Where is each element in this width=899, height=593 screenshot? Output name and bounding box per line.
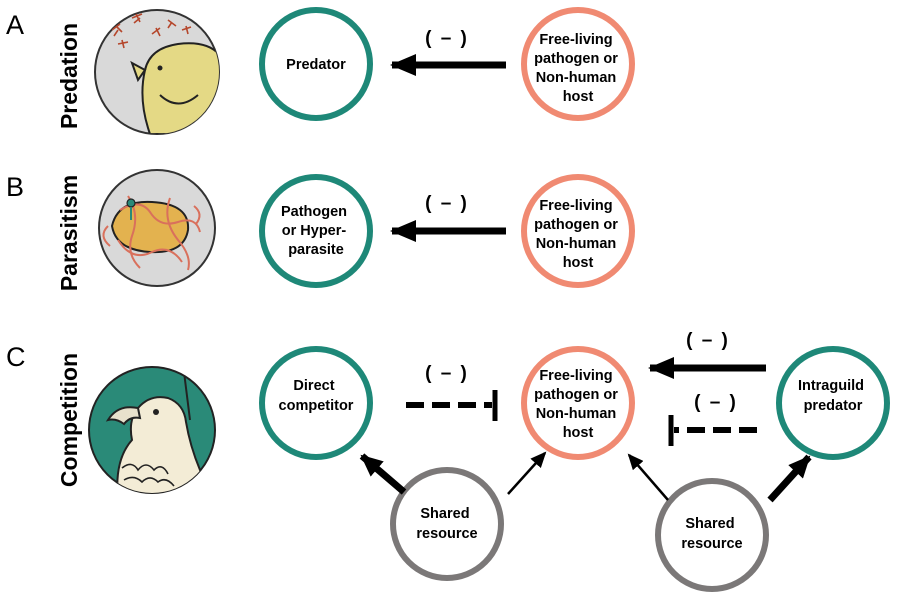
shared-resource-left-node: Shared resource [390,467,504,581]
focal-node-a: Free-living pathogen or Non-human host [521,7,635,121]
panel-competition: C Competition Direct competitor [6,330,890,592]
panel-letter-b: B [6,172,24,202]
focal-node-c: Free-living pathogen or Non-human host [521,346,635,460]
direct-competitor-node: Direct competitor [259,346,373,460]
predation-effect-label: ( – ) [425,28,469,49]
parasitism-effect-label: ( – ) [425,193,469,214]
panel-letter-a: A [6,10,24,40]
panel-title-predation: Predation [56,23,82,129]
resource-to-direct-competitor-arrow [359,453,407,495]
focal-node-a-label: Free-living pathogen or Non-human host [534,32,622,105]
predator-label: Predator [286,57,346,73]
pathogen-hyperparasite-node: Pathogen or Hyper- parasite [259,174,373,288]
resource-to-focal-arrow-left [507,451,547,495]
shared-resource-left-label: Shared resource [416,506,477,542]
bird-eating-mosquitoes-icon [94,9,220,135]
panel-parasitism: B Parasitism Pathogen [6,169,635,291]
competition-inhibition-link [406,390,498,421]
predator-node: Predator [259,7,373,121]
resource-to-focal-arrow-right [627,453,669,501]
panel-title-parasitism: Parasitism [56,175,82,291]
competition-effect-label: ( – ) [425,363,469,384]
vulture-icon [88,366,216,494]
intraguild-predator-label: Intraguild predator [798,378,868,414]
intraguild-predation-effect-label: ( – ) [686,330,730,351]
intraguild-competition-link [668,415,757,446]
direct-competitor-label: Direct competitor [279,378,354,414]
intraguild-competition-effect-label: ( – ) [694,392,738,413]
focal-node-b: Free-living pathogen or Non-human host [521,174,635,288]
pathogen-hyperparasite-label: Pathogen or Hyper- parasite [281,204,351,258]
resource-to-intraguild-predator-arrow [767,454,812,503]
panel-predation: A Predation Pred [6,7,635,135]
shared-resource-right-node: Shared resource [655,478,769,592]
fungus-infecting-bacterium-icon [98,169,216,287]
intraguild-predator-node: Intraguild predator [776,346,890,460]
focal-node-b-label: Free-living pathogen or Non-human host [534,198,622,271]
shared-resource-right-label: Shared resource [681,516,742,552]
focal-node-c-label: Free-living pathogen or Non-human host [534,368,622,441]
panel-title-competition: Competition [56,353,82,487]
panel-letter-c: C [6,342,26,372]
